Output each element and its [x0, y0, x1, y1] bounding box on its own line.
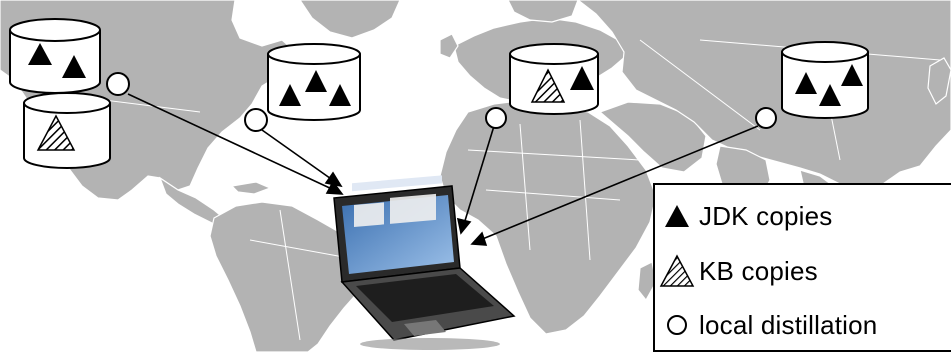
jdk-triangle-icon [819, 84, 841, 106]
distillation-circle-icon [755, 107, 777, 129]
jdk-triangle-icon [795, 72, 817, 94]
database-cylinder-mixed-africa [509, 43, 599, 115]
jdk-triangle-icon [279, 84, 301, 106]
arrowhead-africa [456, 217, 472, 235]
distillation-circle-icon [485, 107, 507, 129]
arrow-from-asia [479, 125, 759, 241]
legend-label-jdk: JDK copies [699, 200, 833, 231]
greenland-landmass [299, 0, 401, 39]
legend-row-kb: KB copies [655, 251, 818, 291]
kb-hatched-triangle-icon [36, 114, 76, 151]
hatched-triangle-icon [655, 251, 699, 291]
hollow-circle-icon [655, 305, 699, 345]
legend-label-kb: KB copies [699, 255, 818, 286]
database-cylinder-jdk-asia [781, 41, 869, 119]
laptop-icon [333, 175, 516, 350]
arrows [127, 93, 759, 246]
jdk-triangle-icon [329, 84, 351, 106]
jdk-triangle-icon [62, 55, 86, 78]
madagascar-landmass [637, 261, 657, 302]
local-distillation-nodes [106, 72, 777, 132]
japan-landmass [927, 57, 951, 105]
british-isles-landmass [439, 33, 459, 59]
database-cylinder-jdk-east-coast [267, 43, 361, 121]
jdk-triangle-icon [305, 70, 327, 92]
legend-row-distillation: local distillation [655, 305, 877, 345]
arrowhead-east-coast [324, 171, 343, 188]
arrow-from-east-coast [261, 129, 335, 182]
arrow-from-africa [463, 125, 495, 225]
arrowhead-asia [470, 231, 488, 246]
scandinavia-landmass [507, 0, 579, 23]
database-cylinder-jdk-north-america [9, 18, 101, 94]
distillation-circle-icon [244, 108, 268, 132]
caribbean-landmass [230, 181, 272, 195]
jdk-triangle-icon [570, 66, 594, 90]
distillation-circle-icon [106, 72, 130, 96]
database-cylinder-kb-north-america [23, 92, 111, 169]
kb-hatched-triangle-icon [530, 68, 566, 103]
jdk-triangle-icon [841, 64, 863, 86]
arrow-from-usa [127, 93, 335, 191]
jdk-triangle-icon [28, 43, 52, 65]
arrowhead-usa [325, 180, 344, 195]
middle-east-landmass [598, 101, 707, 173]
legend: JDK copies KB copies local distillation [653, 183, 951, 352]
legend-label-distillation: local distillation [699, 309, 878, 340]
solid-triangle-icon [655, 196, 699, 236]
legend-row-jdk: JDK copies [655, 196, 833, 236]
